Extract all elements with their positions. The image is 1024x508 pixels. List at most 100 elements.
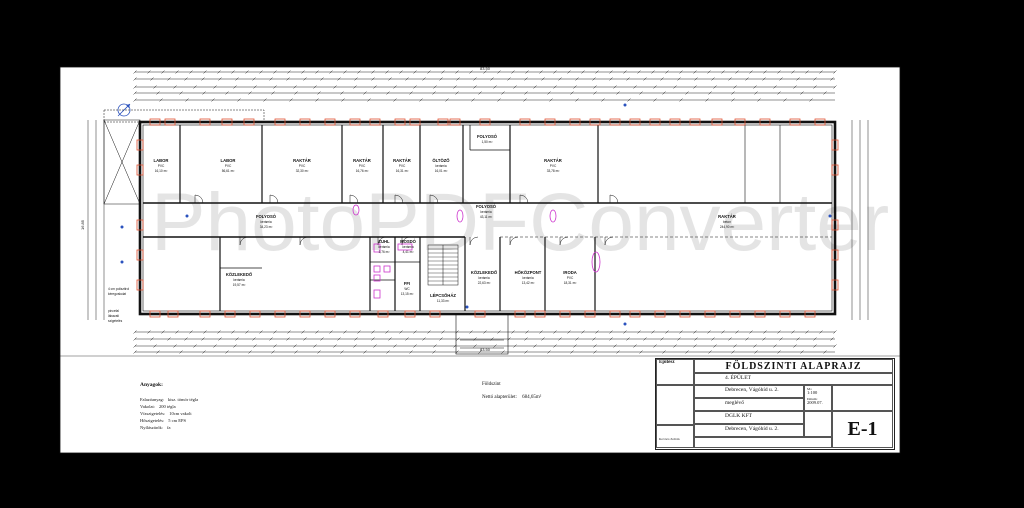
dimension-tick	[133, 337, 137, 341]
stair-steps	[428, 248, 458, 282]
dimension-tick	[685, 350, 689, 354]
room-floor-material: kerámia	[522, 276, 534, 280]
dimension-tick	[271, 91, 275, 95]
dimension-tick	[541, 77, 545, 81]
window	[704, 310, 716, 318]
dimension-tick	[405, 337, 409, 341]
dimension-tick	[259, 70, 263, 74]
legend-item-value: 10cm vakolt	[169, 411, 192, 416]
dimension-tick	[507, 77, 511, 81]
door-swing	[469, 236, 479, 246]
window	[429, 310, 441, 318]
title-block: Építész FÖLDSZINTI ALAPRAJZ 4. ÉPÜLET De…	[655, 358, 895, 450]
dimension-tick	[173, 85, 177, 89]
dimension-tick	[553, 344, 557, 348]
location-1: Debrecen, Vágóhíd u. 2.	[725, 387, 779, 393]
dimension-tick	[483, 70, 487, 74]
dimension-tick	[728, 77, 732, 81]
dimension-tick	[592, 77, 596, 81]
dimension-tick	[133, 344, 137, 348]
dimension-tick	[497, 330, 501, 334]
dimension-tick	[705, 98, 709, 102]
window	[199, 118, 211, 126]
dimension-tick	[524, 77, 528, 81]
dimension-tick	[493, 85, 497, 89]
dimension-tick	[823, 350, 827, 354]
dimension-tick	[201, 77, 205, 81]
wc-fixtures	[373, 243, 413, 299]
dimension-tick	[203, 70, 207, 74]
dimension-tick	[524, 350, 528, 354]
dimension-tick	[777, 70, 781, 74]
window	[544, 118, 556, 126]
dimension-tick	[763, 70, 767, 74]
dimension-tick	[513, 344, 517, 348]
dimension-tick	[354, 77, 358, 81]
legend-item: Vízszigetelés:10cm vakolt	[140, 410, 198, 417]
dimension-tick	[303, 337, 307, 341]
dimension-tick	[388, 337, 392, 341]
room-area: 19,57 m²	[233, 283, 246, 287]
dimension-tick	[263, 98, 267, 102]
dimension-tick	[343, 330, 347, 334]
dimension-tick	[213, 344, 217, 348]
watermark: PhotoPDFConverter	[151, 177, 889, 268]
room-area: 16,01 m²	[435, 169, 448, 173]
dimension-tick	[313, 344, 317, 348]
dimension-tick	[616, 91, 620, 95]
dimension-tick	[409, 350, 413, 354]
legend-item-value: kisz. tömör tégla	[168, 397, 199, 402]
dimension-tick	[233, 85, 237, 89]
window	[609, 310, 621, 318]
dimension-tick	[693, 330, 697, 334]
dimension-tick	[711, 77, 715, 81]
dimension-tick	[777, 350, 781, 354]
door-swing	[609, 194, 619, 204]
dimension-tick	[677, 77, 681, 81]
window	[759, 118, 771, 126]
dimension-tick	[660, 77, 664, 81]
area-note-value: 684,65m²	[522, 395, 542, 400]
room-name: FOLYOSÓ	[476, 204, 497, 209]
dimension-tick	[793, 85, 797, 89]
room-name: RAKTÁR	[718, 214, 736, 219]
dimension-tick	[363, 91, 367, 95]
dimension-tick	[184, 337, 188, 341]
side-notes: 4 cm polisztirol kéregvakolat pincefal l…	[108, 287, 129, 323]
room-floor-material: PVC	[550, 164, 557, 168]
room-name: KÖZLEKEDŐ	[471, 270, 498, 275]
dimension-tick	[553, 85, 557, 89]
dimension-tick	[694, 77, 698, 81]
dimension-tick	[525, 330, 529, 334]
room-floor-material: PVC	[299, 164, 306, 168]
dimension-tick	[133, 91, 137, 95]
dimension-tick	[343, 70, 347, 74]
legend-item-value: fa	[167, 425, 171, 430]
window	[249, 310, 261, 318]
room-area: 33,78 m²	[547, 169, 560, 173]
dimension-tick	[293, 344, 297, 348]
window	[679, 310, 691, 318]
dimension-tick	[665, 330, 669, 334]
window	[199, 310, 211, 318]
dimension-tick	[754, 350, 758, 354]
window	[224, 310, 236, 318]
dimension-tick	[511, 70, 515, 74]
dimension-tick	[665, 70, 669, 74]
dimension-tick	[245, 330, 249, 334]
dimension-tick	[553, 330, 557, 334]
dimension-tick	[388, 77, 392, 81]
dimension-tick	[253, 85, 257, 89]
dimension-tick	[777, 330, 781, 334]
window	[689, 118, 701, 126]
dimension-tick	[294, 91, 298, 95]
dimension-lines-top	[135, 71, 835, 101]
dimension-tick	[749, 70, 753, 74]
owner-name: DGLK KFT	[725, 413, 753, 419]
dimension-tick	[432, 91, 436, 95]
dimension-tick	[639, 91, 643, 95]
dimension-tick	[643, 77, 647, 81]
